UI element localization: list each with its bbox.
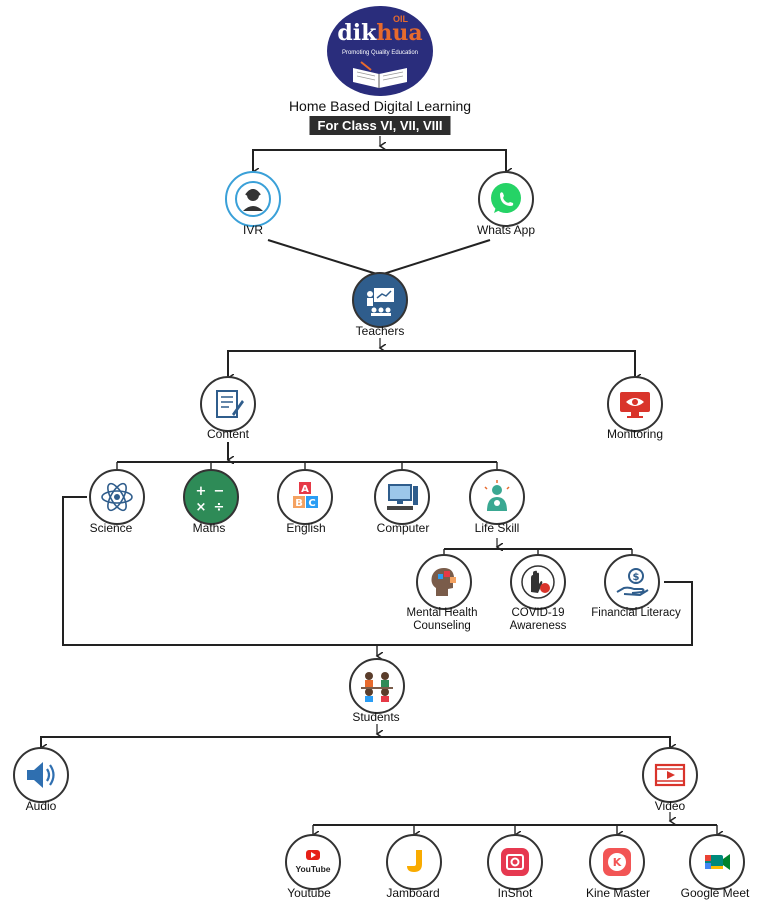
jamboard-icon: [407, 850, 422, 872]
audio-label: Audio: [25, 799, 57, 813]
math-symbols-icon: + − × ÷: [196, 484, 225, 515]
students-label: Students: [352, 710, 400, 724]
dollar-sign: $: [633, 572, 640, 583]
computer-icon: [387, 484, 418, 510]
life-skill-label: Life Skill: [474, 521, 520, 535]
content-label: Content: [206, 427, 250, 441]
monitoring-node: [607, 376, 663, 432]
math-minus: −: [214, 484, 225, 499]
science-node: [89, 469, 145, 525]
googlemeet-node: [689, 834, 745, 890]
youtube-icon: YouTube: [295, 850, 331, 874]
financial-label: Financial Literacy: [591, 607, 681, 619]
block-a: A: [301, 484, 309, 495]
content-node: [200, 376, 256, 432]
financial-node: $: [604, 554, 660, 610]
whatsapp-node: [478, 171, 534, 227]
stop-hand-virus-icon: [521, 565, 555, 599]
video-label: Video: [654, 799, 686, 813]
video-play-icon: [654, 763, 686, 787]
youtube-label: Youtube: [287, 886, 331, 900]
google-meet-icon: [705, 854, 730, 870]
life-skill-person-icon: [484, 480, 510, 511]
maths-label: Maths: [192, 521, 226, 535]
inshot-node: [487, 834, 543, 890]
logo-oil-text: OIL: [393, 14, 408, 24]
english-node: A B C: [277, 469, 333, 525]
teachers-node: [352, 272, 408, 328]
dikhua-logo: OIL dikhua Promoting Quality Education: [327, 6, 433, 96]
students-node: [349, 658, 405, 714]
kinemaster-icon: K: [603, 848, 631, 876]
googlemeet-label: Google Meet: [680, 886, 750, 900]
covid-node: [510, 554, 566, 610]
monitoring-label: Monitoring: [606, 427, 664, 441]
ivr-headset-icon: [235, 181, 271, 217]
english-label: English: [286, 521, 326, 535]
mental-health-node: [416, 554, 472, 610]
teacher-board-icon: [367, 288, 394, 316]
kinemaster-label: Kine Master: [585, 886, 651, 900]
computer-node: [374, 469, 430, 525]
jamboard-node: [386, 834, 442, 890]
kinemaster-letter: K: [613, 856, 622, 869]
maths-node: + − × ÷: [183, 469, 239, 525]
math-divide: ÷: [214, 500, 225, 515]
head-puzzle-icon: [431, 568, 456, 596]
book-icon: [353, 61, 407, 88]
mental-health-label: Mental Health Counseling: [406, 607, 478, 632]
kinemaster-node: K: [589, 834, 645, 890]
atom-icon: [101, 482, 133, 512]
audio-node: [13, 747, 69, 803]
math-times: ×: [196, 500, 207, 515]
youtube-wordmark: YouTube: [295, 864, 330, 874]
students-icon: [361, 672, 393, 702]
inshot-label: InShot: [497, 886, 533, 900]
inshot-icon: [501, 848, 529, 876]
covid-label: COVID-19 Awareness: [509, 607, 567, 632]
block-b: B: [295, 498, 303, 509]
life-skill-node: [469, 469, 525, 525]
hand-coin-icon: $: [616, 568, 649, 597]
monitor-eye-icon: [620, 392, 650, 418]
logo-brand-main: dik: [337, 20, 377, 46]
youtube-node: YouTube: [285, 834, 341, 890]
page-title: Home Based Digital Learning: [288, 98, 472, 114]
whatsapp-icon: [491, 183, 521, 213]
abc-blocks-icon: A B C: [293, 482, 318, 509]
logo-brand: dikhua: [327, 20, 433, 46]
speaker-icon: [27, 762, 55, 788]
teachers-label: Teachers: [355, 324, 405, 338]
math-plus: +: [196, 484, 207, 499]
video-node: [642, 747, 698, 803]
page-subtitle: For Class VI, VII, VIII: [309, 116, 451, 135]
ivr-node: [225, 171, 281, 227]
logo-brand-accent: hua: [376, 20, 423, 46]
science-label: Science: [89, 521, 133, 535]
document-edit-icon: [216, 390, 244, 418]
block-c: C: [308, 498, 315, 509]
computer-label: Computer: [376, 521, 430, 535]
logo-tagline: Promoting Quality Education: [341, 50, 419, 56]
whatsapp-label: Whats App: [476, 223, 536, 237]
ivr-label: IVR: [242, 223, 264, 237]
jamboard-label: Jamboard: [386, 886, 440, 900]
